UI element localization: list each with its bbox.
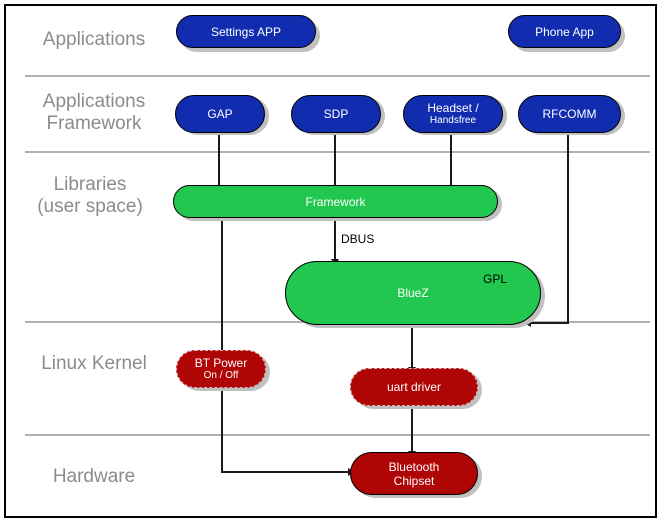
node-rfcomm[interactable]: RFCOMM — [518, 95, 621, 133]
node-bluez-license-tag: GPL — [483, 272, 508, 286]
edge-rfcomm-to-bluez-hline — [528, 322, 569, 324]
node-bluetooth-chipset-sublabel: Chipset — [393, 473, 435, 488]
node-settings-app-label: Settings APP — [210, 24, 282, 39]
node-settings-app[interactable]: Settings APP — [176, 15, 316, 48]
edge-label-dbus: DBUS — [341, 232, 375, 246]
node-sdp-label: SDP — [323, 107, 349, 121]
layer-label-libraries: Libraries (user space) — [37, 174, 143, 217]
edge-headset-to-framework-line — [450, 133, 452, 190]
divider-kernel-hardware — [25, 434, 650, 436]
node-gap-label: GAP — [207, 107, 233, 121]
layer-label-applications: Applications — [42, 29, 146, 50]
node-phone-app-label: Phone App — [535, 24, 594, 39]
edge-uart-to-chipset-line — [411, 404, 413, 456]
node-bluetooth-chipset-label: Bluetooth — [388, 459, 440, 474]
edge-rfcomm-to-bluez-vline — [567, 133, 569, 324]
node-bt-power-label: BT Power — [194, 356, 248, 370]
edge-sdp-to-framework-line — [334, 133, 336, 190]
node-bluez-label: BlueZ — [397, 286, 429, 300]
node-bt-power[interactable]: BT Power On / Off — [176, 350, 266, 388]
edge-gap-to-framework-line — [218, 133, 220, 190]
node-framework[interactable]: Framework — [173, 185, 498, 218]
node-uart-driver[interactable]: uart driver — [350, 368, 478, 406]
divider-framework-libraries — [25, 151, 650, 153]
edge-bluez-to-uart-line — [411, 325, 413, 372]
diagram-outer-frame — [4, 4, 657, 518]
edge-framework-to-bluez-line — [334, 216, 336, 264]
node-sdp[interactable]: SDP — [291, 95, 381, 133]
node-headset-handsfree[interactable]: Headset / Handsfree — [403, 95, 503, 133]
node-headset-handsfree-label: Headset / — [427, 101, 479, 115]
node-bt-power-sublabel: On / Off — [203, 370, 239, 381]
edge-framework-to-chipset-vline — [221, 216, 223, 473]
node-uart-driver-label: uart driver — [386, 380, 442, 394]
node-gap[interactable]: GAP — [175, 95, 265, 133]
node-bluez[interactable]: BlueZ — [285, 261, 541, 325]
layer-label-linux-kernel: Linux Kernel — [41, 353, 147, 374]
node-phone-app[interactable]: Phone App — [508, 15, 621, 48]
layer-label-applications-framework: Applications Framework — [42, 91, 146, 134]
node-headset-handsfree-sublabel: Handsfree — [429, 115, 477, 126]
node-rfcomm-label: RFCOMM — [542, 107, 597, 121]
layer-label-hardware: Hardware — [52, 466, 136, 487]
node-bluetooth-chipset[interactable]: Bluetooth Chipset — [350, 452, 478, 495]
node-framework-label: Framework — [305, 194, 366, 209]
edge-framework-to-chipset-hline — [221, 471, 352, 473]
divider-applications-framework — [25, 75, 650, 77]
